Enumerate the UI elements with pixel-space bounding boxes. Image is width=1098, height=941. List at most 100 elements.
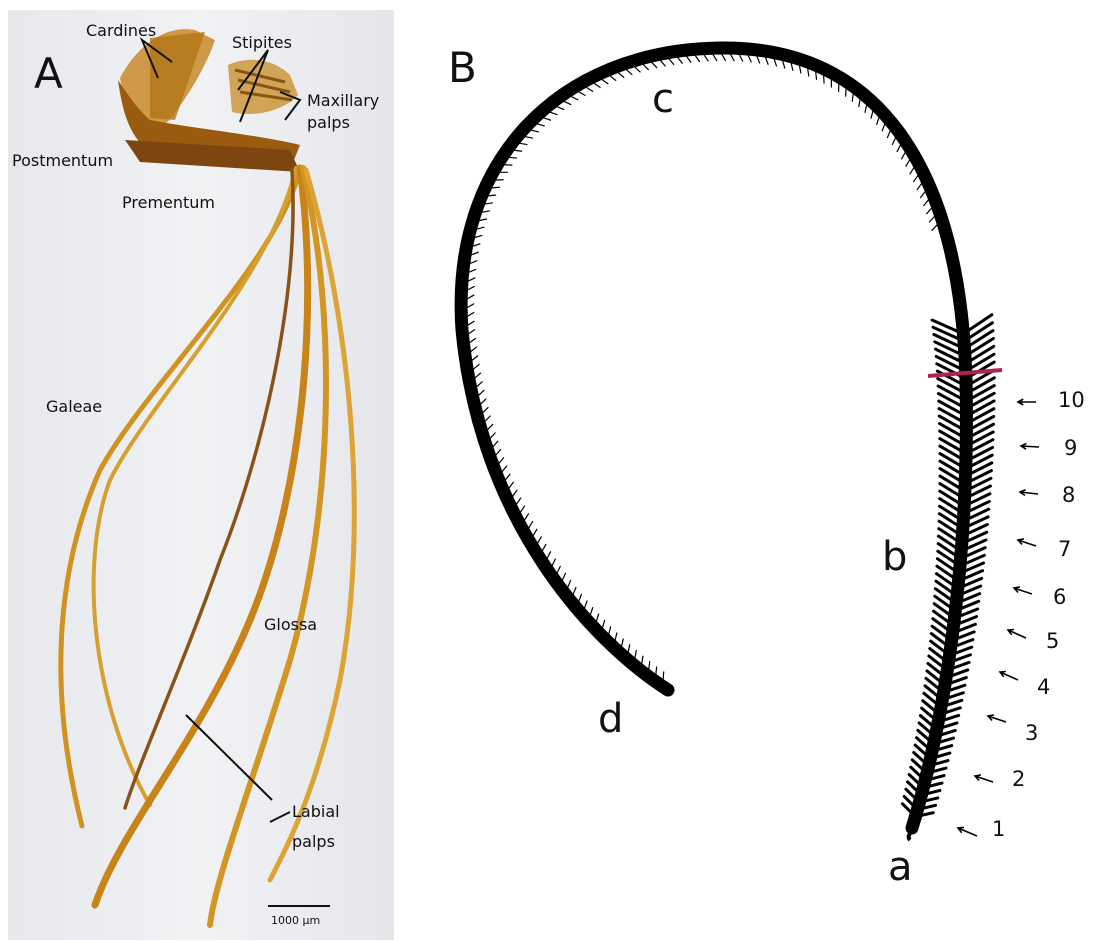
- hair: [584, 601, 587, 609]
- hair: [473, 364, 479, 369]
- hair: [485, 416, 491, 422]
- hair: [470, 261, 477, 264]
- hair: [652, 62, 657, 68]
- hair: [929, 216, 934, 222]
- arrow-7: [1018, 539, 1036, 546]
- hair: [483, 407, 489, 413]
- hair: [469, 269, 476, 272]
- hair: [490, 432, 495, 438]
- label-galeae: Galeae: [46, 397, 102, 416]
- hair: [926, 208, 931, 214]
- hair: [816, 72, 817, 80]
- hair: [722, 54, 726, 61]
- hair: [467, 295, 474, 299]
- hair: [468, 321, 475, 325]
- hair: [509, 157, 517, 158]
- hair: [642, 656, 643, 664]
- hair: [552, 559, 556, 566]
- fine-hairs: [467, 54, 937, 680]
- hair: [467, 312, 474, 316]
- hair: [472, 356, 478, 361]
- arrow-4: [1000, 672, 1018, 680]
- hair: [887, 131, 890, 138]
- hair: [557, 566, 560, 573]
- arrow-1: [958, 827, 977, 836]
- hair: [496, 449, 501, 455]
- hair: [485, 203, 493, 204]
- arrow-8: [1020, 490, 1038, 496]
- hair: [713, 54, 717, 61]
- hair: [791, 63, 793, 71]
- label-maxillary-palps-1: Maxillary: [307, 91, 379, 110]
- hair: [516, 498, 521, 505]
- hair: [808, 68, 809, 76]
- hair: [533, 529, 537, 536]
- hair: [704, 55, 708, 62]
- hair: [635, 67, 641, 73]
- hair: [467, 286, 474, 290]
- label-labial-palps-2: palps: [292, 832, 335, 851]
- hair: [479, 219, 487, 221]
- hair: [656, 666, 657, 674]
- hair: [477, 227, 485, 229]
- hair: [467, 304, 474, 308]
- hair: [622, 639, 624, 647]
- hair: [799, 65, 801, 73]
- hair: [871, 111, 873, 119]
- hair: [579, 594, 582, 602]
- hair: [643, 64, 649, 70]
- hair: [557, 107, 564, 110]
- hair: [932, 225, 938, 231]
- hair: [901, 152, 905, 159]
- label-stipites: Stipites: [232, 33, 292, 52]
- hair: [562, 573, 565, 580]
- hair: [502, 466, 507, 472]
- hair: [509, 482, 514, 488]
- hair: [482, 211, 490, 212]
- hair: [917, 183, 922, 190]
- arrow-number-3: 3: [1025, 721, 1038, 745]
- arrow-5: [1008, 630, 1026, 638]
- hair: [520, 506, 524, 513]
- hair: [543, 118, 551, 121]
- hair: [505, 474, 510, 480]
- scale-bar-label: 1000 µm: [271, 914, 320, 927]
- arrow-9: [1021, 443, 1039, 449]
- label-cardines: Cardines: [86, 21, 156, 40]
- hair: [514, 150, 522, 151]
- point-label-d: d: [598, 696, 623, 742]
- hair: [686, 56, 691, 63]
- arrow-6: [1014, 587, 1032, 594]
- panel-a: A Cardines Stipites Maxillary palps Post…: [8, 10, 394, 940]
- hair: [537, 124, 545, 126]
- hair: [609, 626, 611, 634]
- hair: [774, 59, 777, 67]
- hair: [660, 60, 665, 66]
- hair: [615, 633, 617, 641]
- panel-label-a: A: [34, 49, 63, 98]
- main-curve: [461, 48, 966, 828]
- arrow-number-7: 7: [1058, 537, 1071, 561]
- feathered-barbs: [902, 315, 994, 817]
- hair: [579, 92, 586, 96]
- hair: [471, 347, 477, 352]
- hair: [635, 650, 636, 658]
- hair: [519, 143, 527, 144]
- hair: [531, 130, 539, 132]
- arrow-number-4: 4: [1037, 675, 1050, 699]
- hair: [473, 244, 481, 247]
- hair: [480, 399, 486, 405]
- hair: [730, 54, 734, 61]
- hair: [524, 513, 528, 520]
- arrow-number-6: 6: [1053, 585, 1066, 609]
- hair: [590, 607, 593, 615]
- label-postmentum: Postmentum: [12, 151, 113, 170]
- hair: [783, 61, 785, 69]
- hair: [487, 424, 493, 430]
- hair: [663, 671, 664, 679]
- point-label-b: b: [882, 534, 907, 580]
- hair: [542, 544, 546, 551]
- hair: [602, 620, 604, 628]
- hair: [493, 441, 498, 447]
- hair: [882, 124, 885, 132]
